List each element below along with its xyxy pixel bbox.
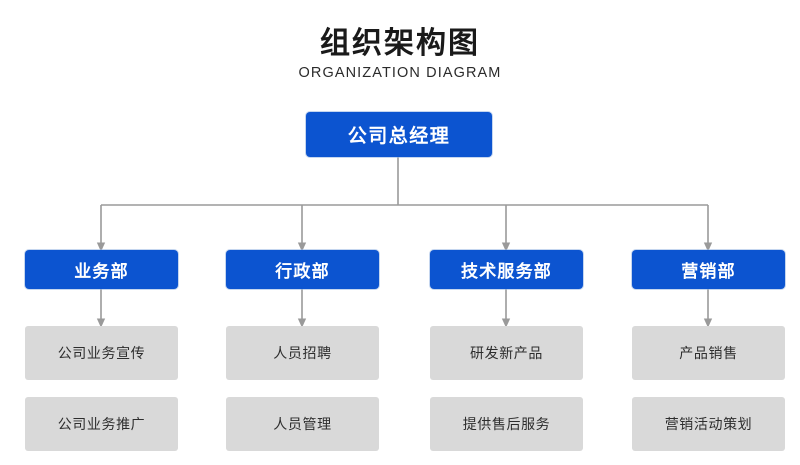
node-label: 技术服务部 [461, 262, 552, 281]
node-department-administration[interactable]: 行政部 [226, 250, 379, 289]
node-label: 人员管理 [273, 416, 332, 432]
node-label: 人员招聘 [273, 345, 332, 361]
node-task-new-product-rnd[interactable]: 研发新产品 [430, 326, 583, 380]
node-label: 产品销售 [679, 345, 738, 361]
node-label: 公司业务推广 [57, 416, 146, 432]
page-title: 组织架构图 [320, 27, 480, 60]
node-label: 行政部 [275, 262, 330, 281]
node-root-general-manager[interactable]: 公司总经理 [306, 112, 492, 157]
node-label: 营销部 [681, 262, 736, 281]
node-task-marketing-planning[interactable]: 营销活动策划 [632, 397, 785, 451]
node-department-marketing[interactable]: 营销部 [632, 250, 785, 289]
node-department-technical-service[interactable]: 技术服务部 [430, 250, 583, 289]
node-label: 研发新产品 [470, 345, 543, 361]
node-task-business-extension[interactable]: 公司业务推广 [25, 397, 178, 451]
node-task-business-promotion[interactable]: 公司业务宣传 [25, 326, 178, 380]
node-label: 营销活动策划 [664, 416, 753, 432]
node-label: 公司总经理 [347, 126, 451, 147]
node-task-personnel-management[interactable]: 人员管理 [226, 397, 379, 451]
node-department-business[interactable]: 业务部 [25, 250, 178, 289]
node-task-recruitment[interactable]: 人员招聘 [226, 326, 379, 380]
page-subtitle: ORGANIZATION DIAGRAM [298, 65, 502, 82]
node-task-product-sales[interactable]: 产品销售 [632, 326, 785, 380]
node-label: 业务部 [74, 262, 129, 281]
node-label: 公司业务宣传 [57, 345, 146, 361]
node-task-after-sales-service[interactable]: 提供售后服务 [430, 397, 583, 451]
title-block: 组织架构图 ORGANIZATION DIAGRAM [0, 26, 800, 81]
node-label: 提供售后服务 [462, 416, 551, 432]
